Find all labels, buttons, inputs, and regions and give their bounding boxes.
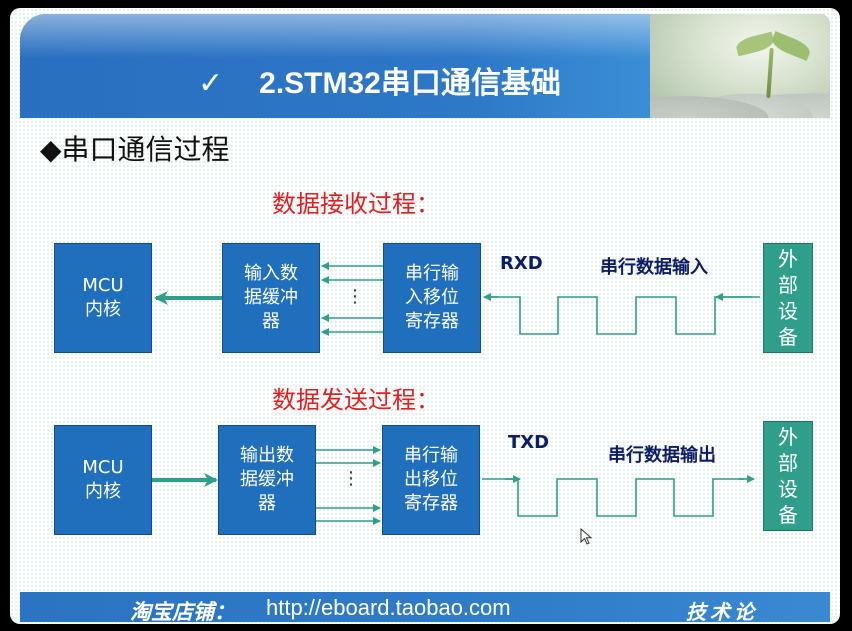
footer-forum-label: 技术论 — [686, 600, 758, 624]
rxd-label: RXD — [500, 253, 543, 274]
txd-label: TXD — [508, 432, 550, 453]
mouse-pointer-icon — [580, 528, 593, 545]
rxd-description: 串行数据输入 — [600, 257, 708, 278]
section-title: ◆串口通信过程 — [40, 133, 230, 166]
receive-buffer-label: 输入数 据缓冲 器 — [244, 263, 298, 332]
receive-mcu-label: MCU 内核 — [82, 275, 124, 320]
seedling-photo — [650, 14, 830, 118]
send-dots: ⋮ — [342, 468, 360, 489]
footer-url[interactable]: http://eboard.taobao.com — [266, 595, 511, 620]
send-external-device-box: 外 部 设 备 — [763, 421, 813, 531]
receive-title: 数据接收过程： — [272, 190, 440, 218]
send-title: 数据发送过程： — [272, 386, 440, 414]
send-mcu-box: MCU 内核 — [54, 425, 152, 535]
receive-dots: ⋮ — [346, 286, 364, 307]
txd-description: 串行数据输出 — [608, 445, 716, 466]
check-icon: ✓ — [198, 67, 224, 100]
send-external-device-label: 外 部 设 备 — [778, 425, 798, 527]
slide-title: ✓ 2.STM32串口通信基础 — [198, 66, 561, 102]
receive-shift-register-box: 串行输 入移位 寄存器 — [383, 243, 481, 353]
footer-bar: 淘宝店铺： http://eboard.taobao.com 技术论 — [20, 592, 830, 624]
pebbles-image — [650, 80, 830, 118]
send-shift-register-box: 串行输 出移位 寄存器 — [382, 425, 480, 535]
receive-external-device-box: 外 部 设 备 — [763, 243, 813, 353]
receive-shift-register-label: 串行输 入移位 寄存器 — [405, 263, 459, 332]
receive-buffer-box: 输入数 据缓冲 器 — [222, 243, 320, 353]
receive-mcu-box: MCU 内核 — [54, 243, 152, 353]
send-mcu-label: MCU 内核 — [82, 457, 124, 502]
slide-title-text: 2.STM32串口通信基础 — [259, 67, 561, 100]
title-banner: ✓ 2.STM32串口通信基础 — [20, 14, 830, 118]
receive-external-device-label: 外 部 设 备 — [778, 247, 798, 349]
send-shift-register-label: 串行输 出移位 寄存器 — [404, 445, 458, 514]
footer-shop-label: 淘宝店铺： — [130, 600, 235, 624]
send-buffer-box: 输出数 据缓冲 器 — [218, 425, 316, 535]
seedling-leaf-right — [769, 31, 813, 61]
send-buffer-label: 输出数 据缓冲 器 — [240, 445, 294, 514]
